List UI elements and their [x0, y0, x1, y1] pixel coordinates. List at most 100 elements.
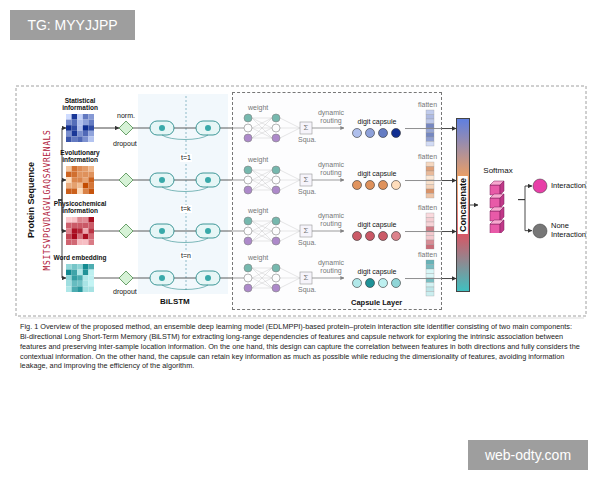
heatmap-cell: [77, 228, 83, 234]
lstm-unit: [205, 125, 211, 131]
heatmap-cell: [77, 120, 83, 126]
heatmap: [66, 166, 94, 194]
heatmap-cell: [83, 188, 89, 194]
feature-label: Statistical information: [51, 98, 109, 112]
heatmap-cell: [83, 125, 89, 131]
heatmap-cell: [66, 286, 72, 292]
heatmap-cell: [66, 188, 72, 194]
digit-capsule: digit capsule: [349, 268, 405, 289]
watermark: web-odty.com: [468, 440, 588, 470]
heatmap-cell: [88, 281, 94, 287]
heatmap-cell: [88, 217, 94, 223]
lstm-unit: [205, 177, 211, 183]
norm-diamond: [119, 271, 133, 285]
lstm-backward: [162, 135, 208, 140]
capsule-title: digit capsule: [349, 221, 405, 229]
class-dot: [532, 178, 548, 194]
digit-capsule: digit capsule: [349, 221, 405, 242]
digit-capsule: digit capsule: [349, 118, 405, 139]
norm-diamond: [119, 224, 133, 238]
time-step: t=1: [180, 154, 192, 162]
heatmap-cell: [77, 131, 83, 137]
heatmap-cell: [72, 239, 78, 245]
softmax-block: Softmax: [478, 166, 518, 233]
heatmap-cell: [72, 177, 78, 183]
connector: [518, 200, 532, 231]
heatmap-cell: [88, 275, 94, 281]
time-step: t=k: [180, 205, 192, 213]
heatmap-cell: [66, 125, 72, 131]
norm-diamond: norm.: [119, 121, 133, 135]
concatenate-bar: Concatenate: [456, 118, 470, 292]
class-dot: [532, 223, 548, 239]
feature-map: Statistical information: [66, 114, 94, 142]
heatmap-cell: [72, 125, 78, 131]
flow-line: [174, 180, 196, 181]
heatmap-cell: [66, 239, 72, 245]
lstm-unit: [205, 275, 211, 281]
heatmap-cell: [88, 188, 94, 194]
dropout-label: dropout: [113, 140, 137, 148]
flow-line: [133, 128, 150, 129]
heatmap-cell: [88, 223, 94, 229]
feature-label: Word embedding: [51, 255, 109, 262]
heatmap-cell: [83, 239, 89, 245]
concat-label: Concatenate: [458, 176, 468, 234]
class-label: Interaction: [551, 182, 586, 191]
heatmap: [66, 114, 94, 142]
heatmap-cell: [83, 172, 89, 178]
softmax-label: Softmax: [478, 166, 518, 175]
heatmap-cell: [72, 228, 78, 234]
heatmap-cell: [88, 239, 94, 245]
capsule-vector: [349, 230, 405, 242]
feature-link: [94, 231, 119, 232]
figure-frame: [16, 86, 586, 316]
softmax-cubes: [478, 177, 518, 233]
feature-map: Physicochemical information: [66, 217, 94, 245]
heatmap-cell: [72, 136, 78, 142]
heatmap-cell: [88, 270, 94, 276]
lstm-backward: [162, 187, 208, 192]
heatmap-cell: [72, 114, 78, 120]
heatmap-cell: [66, 281, 72, 287]
capsule-title: digit capsule: [349, 268, 405, 276]
connector: [58, 128, 66, 200]
lstm-unit: [159, 228, 165, 234]
heatmap-cell: [77, 239, 83, 245]
heatmap-cell: [88, 286, 94, 292]
flow-line: [133, 278, 150, 279]
flow-line: [174, 128, 196, 129]
heatmap-cell: [83, 270, 89, 276]
lstm-unit: [159, 275, 165, 281]
heatmap-cell: [72, 281, 78, 287]
capsule-vector: [349, 277, 405, 289]
heatmap-cell: [66, 270, 72, 276]
lstm-cell: [150, 121, 174, 135]
heatmap-cell: [66, 275, 72, 281]
heatmap-cell: [83, 177, 89, 183]
heatmap-cell: [72, 275, 78, 281]
heatmap-cell: [72, 286, 78, 292]
heatmap-cell: [77, 183, 83, 189]
norm-diamond: [119, 173, 133, 187]
flow-line: [174, 278, 196, 279]
caption-rule: [20, 318, 584, 319]
bilstm-band: [138, 94, 228, 294]
heatmap-cell: [66, 234, 72, 240]
heatmap-cell: [83, 217, 89, 223]
heatmap-cell: [66, 114, 72, 120]
lstm-cell: [196, 224, 220, 238]
lstm-backward: [162, 238, 208, 243]
heatmap-cell: [77, 281, 83, 287]
heatmap-cell: [83, 183, 89, 189]
heatmap-cell: [72, 166, 78, 172]
heatmap-cell: [66, 217, 72, 223]
feature-label: Evolutionary information: [51, 150, 109, 164]
heatmap: [66, 264, 94, 292]
heatmap-cell: [88, 234, 94, 240]
sequence-letters: MSITSVPGVDAGVLGAQSAVRENALS: [43, 130, 52, 271]
heatmap-cell: [83, 286, 89, 292]
capsule-title: digit capsule: [349, 170, 405, 178]
diamond-shape: [119, 121, 133, 135]
